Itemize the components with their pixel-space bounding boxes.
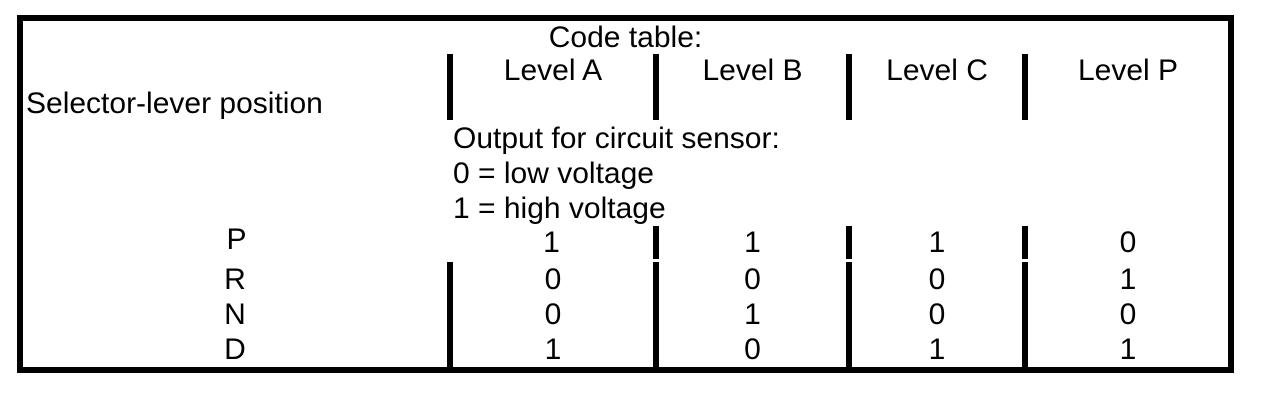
p-values-row: 1 1 1 0 <box>450 226 1228 259</box>
value-n-level-c: 0 <box>846 297 1025 332</box>
empty-corner-cell <box>20 54 450 87</box>
row-position-p: P Output for circuit sensor: 0 = low vol… <box>20 120 1231 262</box>
value-r-level-b: 0 <box>653 262 849 297</box>
row-label-header: Selector-lever position <box>26 87 323 120</box>
value-r-level-a: 0 <box>447 262 656 297</box>
table-title: Code table: <box>548 21 703 54</box>
value-r-level-p: 1 <box>1022 262 1231 297</box>
value-p-level-p: 0 <box>1022 226 1228 259</box>
title-row: Code table: <box>20 18 1231 54</box>
row-label-r: R <box>224 263 246 296</box>
col-header-level-p: Level P <box>1022 54 1231 87</box>
column-header-row: Level A Level B Level C Level P <box>20 54 1231 87</box>
row-position-n: N 0 1 0 0 <box>20 297 1231 332</box>
value-n-level-a: 0 <box>447 297 656 332</box>
note-line-1: Output for circuit sensor: <box>453 122 780 155</box>
empty-cell <box>1022 87 1231 120</box>
value-d-level-c: 1 <box>846 332 1025 370</box>
value-p-level-a: 1 <box>543 226 560 259</box>
row-label-d: D <box>224 333 246 366</box>
col-header-level-a: Level A <box>447 54 656 87</box>
note-line-3: 1 = high voltage <box>453 192 666 225</box>
value-d-level-a: 1 <box>447 332 656 370</box>
tall-cell-content: Output for circuit sensor: 0 = low volta… <box>450 120 1228 259</box>
empty-cell <box>447 87 656 120</box>
empty-cell <box>653 87 849 120</box>
value-n-level-b: 1 <box>653 297 849 332</box>
value-r-level-c: 0 <box>846 262 1025 297</box>
row-position-r: R 0 0 0 1 <box>20 262 1231 297</box>
code-table: Code table: Level A Level B Level C Leve… <box>17 15 1234 373</box>
selector-header-row: Selector-lever position <box>20 87 1231 120</box>
value-p-level-c: 1 <box>846 226 1022 259</box>
value-d-level-p: 1 <box>1022 332 1231 370</box>
sensor-note-and-p-values-cell: Output for circuit sensor: 0 = low volta… <box>450 120 1231 262</box>
value-n-level-p: 0 <box>1022 297 1231 332</box>
row-label-n: N <box>224 298 246 331</box>
value-d-level-b: 0 <box>653 332 849 370</box>
row-position-d: D 1 0 1 1 <box>20 332 1231 370</box>
empty-cell <box>846 87 1025 120</box>
col-header-level-c: Level C <box>846 54 1025 87</box>
value-p-level-b: 1 <box>653 226 846 259</box>
note-line-2: 0 = low voltage <box>453 157 654 190</box>
col-header-level-b: Level B <box>653 54 849 87</box>
sensor-output-note: Output for circuit sensor: 0 = low volta… <box>450 120 1228 226</box>
row-label-p: P <box>226 223 247 256</box>
